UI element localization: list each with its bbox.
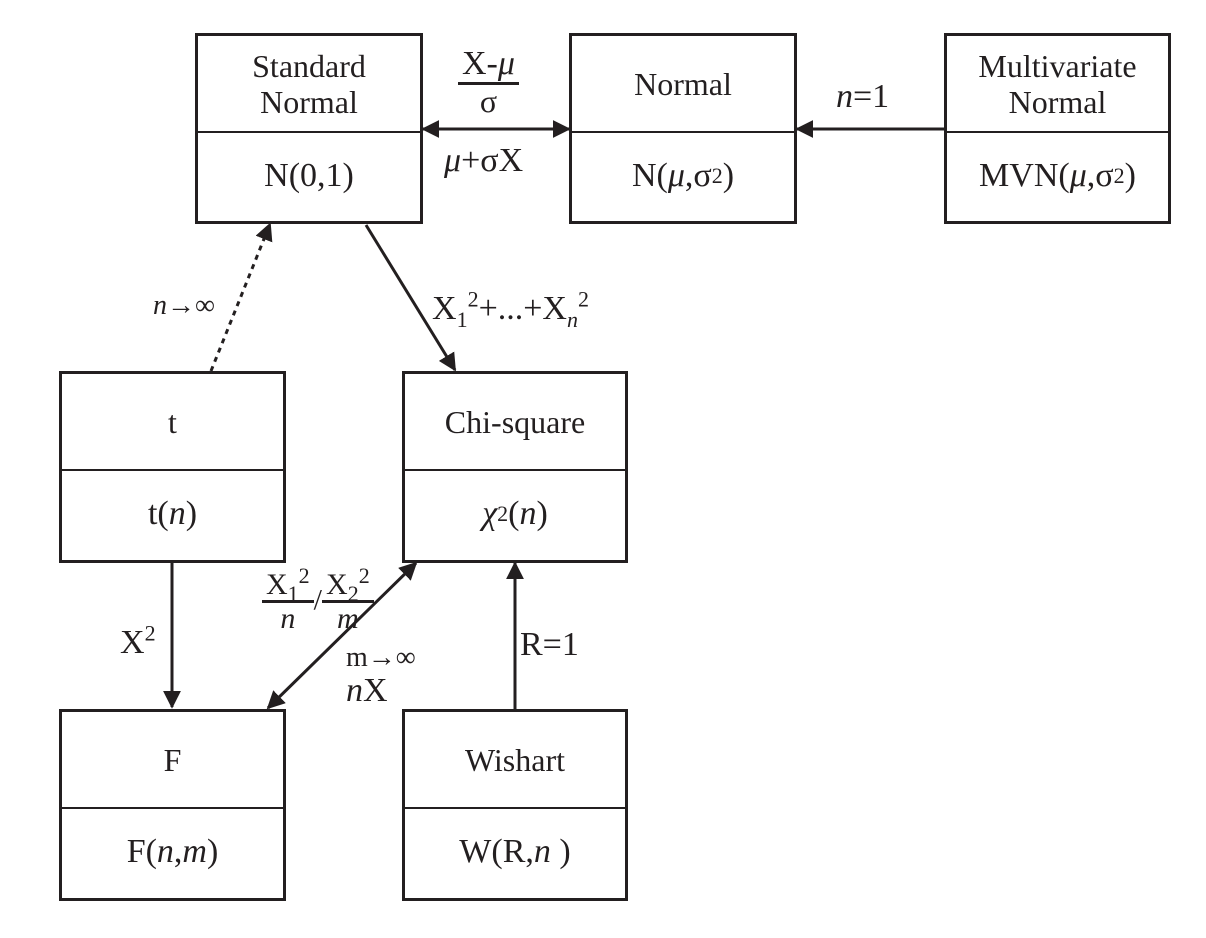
- node-t: t t(n): [59, 371, 286, 563]
- node-f-name: F: [62, 712, 283, 809]
- node-multivariate-normal-name: Multivariate Normal: [947, 36, 1168, 133]
- label-t-to-f: X2: [120, 620, 156, 661]
- label-normal-to-chisquare: X12+...+Xn2: [432, 286, 589, 332]
- node-f: F F(n,m): [59, 709, 286, 901]
- arrow-chisquare-f: [266, 561, 418, 710]
- label-destandardize: μ+σX: [444, 142, 524, 179]
- label-f-to-chisquare-limit: m→∞: [346, 642, 416, 673]
- node-f-notation: F(n,m): [126, 833, 219, 870]
- node-wishart: Wishart W(R, n ): [402, 709, 628, 901]
- node-standard-normal-notation: N(0,1): [264, 157, 354, 194]
- node-t-name: t: [62, 374, 283, 471]
- label-t-to-standard-normal: n→∞: [153, 290, 215, 321]
- node-wishart-notation: W(R, n ): [459, 833, 571, 870]
- node-chi-square-name: Chi-square: [405, 374, 625, 471]
- node-normal-name: Normal: [572, 36, 794, 133]
- node-standard-normal: Standard Normal N(0,1): [195, 33, 423, 224]
- label-f-to-chisquare-scale: nX: [346, 672, 388, 709]
- node-wishart-name: Wishart: [405, 712, 625, 809]
- label-wishart-to-chisquare: R=1: [520, 626, 579, 663]
- label-mvn-to-normal: n=1: [836, 78, 890, 115]
- node-t-notation: t(n): [147, 495, 198, 532]
- arrow-standard-normal-to-chisquare: [364, 224, 457, 372]
- arrow-t-to-standard-normal: [209, 222, 273, 372]
- node-standard-normal-name: Standard Normal: [198, 36, 420, 133]
